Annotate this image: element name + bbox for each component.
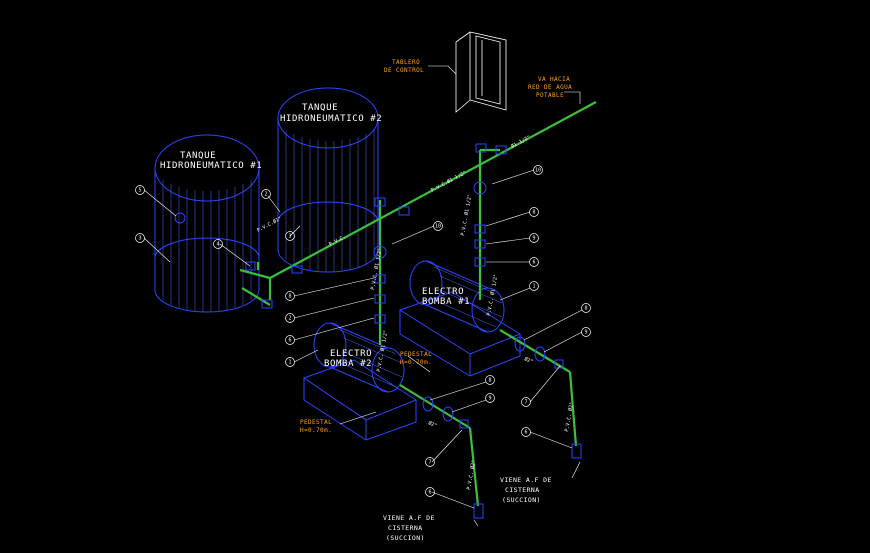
dim-tank-pipe: P.V.C.Ø1" [256,215,283,234]
callout-number: 6 [524,430,527,436]
callout-circle [285,291,295,301]
suction1-label-2: CISTERNA [505,486,540,494]
red-label-1: VA HACIA [538,76,570,83]
suction1-label-1: VIENE A.F DE [500,476,552,484]
callout-circle [581,327,591,337]
callout-number: 1 [288,360,291,366]
callout-number: 1 [532,284,535,290]
callout-circle [425,457,435,467]
pedestal-1 [398,291,522,377]
callout-circle [529,207,539,217]
callout-number: 3 [288,234,291,240]
suction2-label-1: VIENE A.F DE [383,514,435,522]
callout-circle [529,281,539,291]
callout-number: 8 [584,306,587,312]
callout-circle [135,233,145,243]
callout-number: 9 [488,396,491,402]
pump2-label-2: BOMBA #2 [324,359,372,369]
callout-circle [285,335,295,345]
callout-number: 3 [138,236,141,242]
dim-tank-pipe-2: P.V.C. [328,234,347,248]
pump1-label-1: ELECTRO [422,287,464,297]
callout-number: 10 [435,224,441,230]
control-panel [455,31,507,113]
pedestal-a-label-2: H=0.70m. [400,359,432,366]
callout-number: 8 [488,378,491,384]
tablero-label-1: TABLERO [392,59,420,66]
leader-lines [143,65,583,527]
dim-main-pipe-2: Ø1 1/2" [510,134,532,150]
callout-circle [285,357,295,367]
dim-main-pipe: P.V.C.Ø1 1/2" [430,169,468,194]
dim-riser-4: P.V.C. Ø1 1/2" [485,274,499,317]
callout-circle [485,375,495,385]
dim-suction-h1: Ø2" [427,419,438,429]
tank2-label-1: TANQUE [302,103,338,113]
suction2-label-3: (SUCCION) [386,534,425,542]
callout-circle [261,189,271,199]
callout-number: 2 [288,316,291,322]
callout-number: 5 [138,188,141,194]
callout-number: 8 [532,210,535,216]
callout-circle [529,257,539,267]
pedestal-2 [302,359,418,441]
callout-number: 9 [584,330,587,336]
suction2-label-2: CISTERNA [388,524,423,532]
callout-circle [213,239,223,249]
red-label-2: RED DE AGUA [528,84,572,91]
callout-circle [521,427,531,437]
callout-circle [135,185,145,195]
callout-number: 6 [428,490,431,496]
dim-riser-2: P.V.C. Ø1 1/2" [375,330,389,373]
tank2-label-2: HIDRONEUMATICO #2 [280,114,382,124]
callout-number: 2 [264,192,267,198]
callout-circle [529,233,539,243]
callout-number: 4 [216,242,219,248]
tank1-label-1: TANQUE [180,151,216,161]
callout-number: 7 [524,400,527,406]
pedestal-b-label-2: H=0.70m. [300,427,332,434]
suction1-label-3: (SUCCION) [502,496,541,504]
pump1-label-2: BOMBA #1 [422,297,470,307]
tank1-label-2: HIDRONEUMATICO #1 [160,161,262,171]
callout-number: 9 [532,236,535,242]
callout-number: 6 [532,260,535,266]
red-label-3: POTABLE [536,92,564,99]
pump2-label-1: ELECTRO [330,349,372,359]
callout-number: 6 [288,338,291,344]
callout-circle [425,487,435,497]
pedestal-a-label-1: PEDESTAL [400,351,432,358]
callout-circle [285,313,295,323]
callout-number: 10 [535,168,541,174]
pedestal-b-label-1: PEDESTAL [300,419,332,426]
callout-circle [533,165,543,175]
fittings [245,143,582,519]
callout-circle [581,303,591,313]
tank-1 [154,134,260,313]
callout-circle [285,231,295,241]
callout-number: 7 [428,460,431,466]
dim-riser-1: P.V.C. Ø1 1/2" [369,248,383,291]
dim-riser-3: P.V.C. Ø1 1/2" [459,194,473,237]
tank-2 [277,87,379,273]
tablero-label-2: DE CONTROL [384,67,424,74]
callout-circle [433,221,443,231]
callout-circle [485,393,495,403]
callout-circle [521,397,531,407]
callout-group: 5 3 4 2 3 10 8 2 6 1 10 8 9 6 1 8 9 7 6 8 9 7 6 [135,165,591,497]
callout-number: 8 [288,294,291,300]
dim-suction-h2: Ø2" [523,355,534,365]
pump-1 [409,260,505,333]
